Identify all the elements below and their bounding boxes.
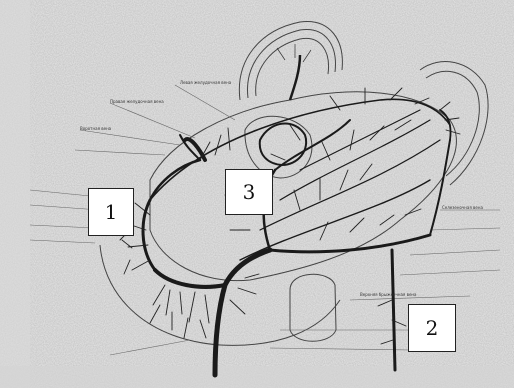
label-2-box: 2 — [408, 304, 456, 352]
annotation-splenic: Селезеночная вена — [442, 205, 483, 210]
label-1-box: 1 — [88, 188, 134, 236]
label-1-text: 1 — [105, 200, 118, 224]
label-3-box: 3 — [225, 169, 273, 215]
label-2-text: 2 — [426, 316, 439, 340]
label-3-text: 3 — [243, 180, 256, 204]
annotation-right-gastric: Правая желудочная вена — [110, 99, 164, 104]
annotation-superior-mesenteric: Верхняя брыжеечная вена — [360, 292, 417, 297]
annotation-left-gastric: Левая желудочная вена — [180, 80, 231, 85]
annotation-portal: Воротная вена — [80, 126, 111, 131]
